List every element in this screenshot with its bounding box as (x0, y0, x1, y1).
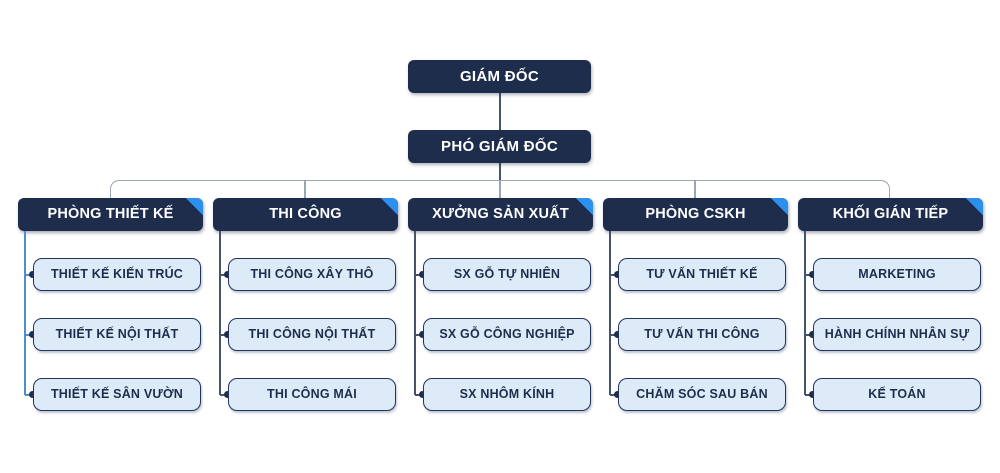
node-garden-design: THIẾT KẾ SÂN VƯỜN (33, 378, 201, 411)
connector-column-line (804, 231, 806, 395)
bullet-dot-icon (419, 331, 426, 338)
connector-bus (110, 180, 890, 198)
node-construction: THI CÔNG (213, 198, 398, 231)
bullet-dot-icon (614, 331, 621, 338)
bullet-dot-icon (224, 391, 231, 398)
connector-column-line (219, 231, 221, 395)
connector-deputy-bus (499, 163, 501, 181)
bullet-dot-icon (419, 391, 426, 398)
node-production-workshop: XƯỞNG SẢN XUẤT (408, 198, 593, 231)
connector-column-line (414, 231, 416, 395)
department-label: PHÒNG CSKH (645, 206, 746, 222)
node-interior-construction: THI CÔNG NỘI THẤT (228, 318, 396, 351)
node-marketing: MARKETING (813, 258, 981, 291)
bullet-dot-icon (29, 271, 36, 278)
node-industrial-wood: SX GỖ CÔNG NGHIỆP (423, 318, 591, 351)
department-label: PHÒNG THIẾT KẾ (47, 206, 174, 222)
corner-accent-icon (771, 198, 788, 215)
node-hr-admin: HÀNH CHÍNH NHÂN SỰ (813, 318, 981, 351)
corner-accent-icon (186, 198, 203, 215)
connector-director-deputy (499, 93, 501, 130)
column-design-dept: PHÒNG THIẾT KẾ THIẾT KẾ KIẾN TRÚC THIẾT … (18, 198, 203, 443)
connector-drop-customer-care (694, 181, 696, 198)
node-natural-wood: SX GỖ TỰ NHIÊN (423, 258, 591, 291)
bullet-dot-icon (224, 331, 231, 338)
bullet-dot-icon (29, 331, 36, 338)
node-roof-construction: THI CÔNG MÁI (228, 378, 396, 411)
node-back-office: KHỐI GIÁN TIẾP (798, 198, 983, 231)
node-customer-care-dept: PHÒNG CSKH (603, 198, 788, 231)
bullet-dot-icon (419, 271, 426, 278)
connector-column-line (24, 231, 26, 395)
bullet-dot-icon (809, 391, 816, 398)
bullet-dot-icon (614, 271, 621, 278)
bullet-dot-icon (809, 271, 816, 278)
connector-drop-construction (304, 181, 306, 198)
node-after-sales-care: CHĂM SÓC SAU BÁN (618, 378, 786, 411)
column-back-office: KHỐI GIÁN TIẾP MARKETING HÀNH CHÍNH NHÂN… (798, 198, 983, 443)
bullet-dot-icon (614, 391, 621, 398)
department-label: XƯỞNG SẢN XUẤT (432, 206, 569, 222)
bullet-dot-icon (809, 331, 816, 338)
node-design-dept: PHÒNG THIẾT KẾ (18, 198, 203, 231)
node-construction-consulting: TƯ VẤN THI CÔNG (618, 318, 786, 351)
connector-column-line (609, 231, 611, 395)
node-deputy-director: PHÓ GIÁM ĐỐC (408, 130, 591, 163)
corner-accent-icon (381, 198, 398, 215)
corner-accent-icon (576, 198, 593, 215)
bullet-dot-icon (29, 391, 36, 398)
department-label: KHỐI GIÁN TIẾP (832, 206, 949, 222)
column-construction: THI CÔNG THI CÔNG XÂY THÔ THI CÔNG NỘI T… (213, 198, 398, 443)
bullet-dot-icon (224, 271, 231, 278)
node-architecture-design: THIẾT KẾ KIẾN TRÚC (33, 258, 201, 291)
node-director: GIÁM ĐỐC (408, 60, 591, 93)
connector-drop-production (499, 181, 501, 198)
node-accounting: KẾ TOÁN (813, 378, 981, 411)
column-production: XƯỞNG SẢN XUẤT SX GỖ TỰ NHIÊN SX GỖ CÔNG… (408, 198, 593, 443)
node-aluminum-glass: SX NHÔM KÍNH (423, 378, 591, 411)
node-interior-design: THIẾT KẾ NỘI THẤT (33, 318, 201, 351)
node-rough-construction: THI CÔNG XÂY THÔ (228, 258, 396, 291)
department-label: THI CÔNG (269, 206, 342, 222)
node-design-consulting: TƯ VẤN THIẾT KẾ (618, 258, 786, 291)
corner-accent-icon (966, 198, 983, 215)
column-customer-care: PHÒNG CSKH TƯ VẤN THIẾT KẾ TƯ VẤN THI CÔ… (603, 198, 788, 443)
